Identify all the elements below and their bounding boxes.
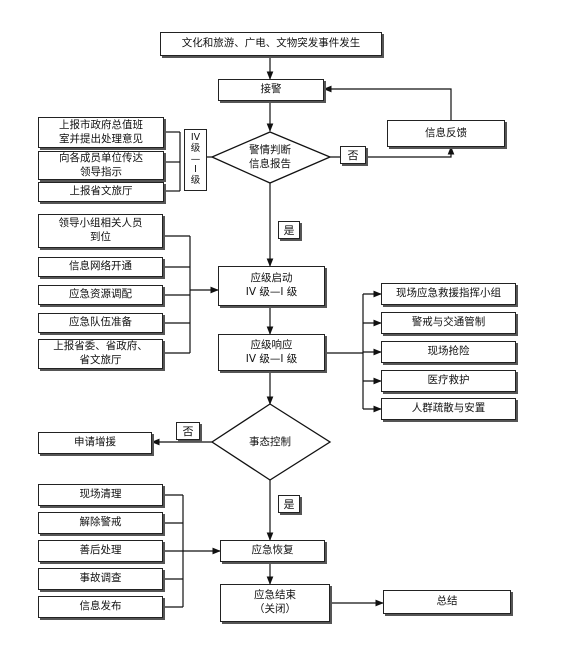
no-tag-2: 否 [176, 422, 200, 440]
edge-judge-feedback [330, 146, 455, 158]
onsite-command-box: 现场应急救援指挥小组 [381, 283, 516, 305]
resource-dispatch-box: 应急资源调配 [38, 285, 163, 305]
feedback-box: 信息反馈 [387, 120, 505, 147]
summary-box: 总结 [383, 590, 511, 614]
judge-diamond [210, 131, 332, 184]
yes-tag-1: 是 [278, 221, 300, 239]
report-province-box: 上报省文旅厅 [38, 182, 164, 202]
judge-label: 警情判断 信息报告 [249, 143, 291, 170]
yes-tag-2: 是 [278, 495, 300, 513]
lift-alert-box: 解除警戒 [38, 512, 163, 534]
alarm-box: 接警 [218, 79, 324, 101]
report-gov-box: 上报省委、省政府、 省文旅厅 [38, 339, 163, 369]
end-box: 应急结束 （关闭） [220, 584, 330, 622]
report-city-box: 上报市政府总值班 室并提出处理意见 [38, 117, 164, 148]
medical-box: 医疗救护 [381, 370, 516, 392]
start-box: 应级启动 IV 级—I 级 [218, 266, 325, 306]
edge-feedback-alarm [323, 85, 452, 120]
response-box: 应级响应 IV 级—I 级 [218, 334, 325, 371]
cleanup-box: 现场清理 [38, 484, 163, 506]
evacuation-box: 人群疏散与安置 [381, 398, 516, 420]
level-range-box: IV 级 — I 级 [184, 129, 207, 191]
traffic-control-box: 警戒与交通管制 [381, 312, 516, 334]
leaders-arrive-box: 领导小组相关人员 到位 [38, 214, 163, 248]
recovery-box: 应急恢复 [220, 540, 325, 562]
team-ready-box: 应急队伍准备 [38, 313, 163, 333]
notify-units-box: 向各成员单位传达 领导指示 [38, 151, 164, 180]
rescue-box: 现场抢险 [381, 341, 516, 363]
investigation-box: 事故调查 [38, 568, 163, 590]
reinforce-box: 申请增援 [38, 432, 152, 454]
release-box: 信息发布 [38, 596, 163, 618]
aftermath-box: 善后处理 [38, 540, 163, 562]
control-label: 事态控制 [249, 435, 291, 448]
event-box: 文化和旅游、广电、文物突发事件发生 [160, 32, 382, 56]
no-tag-1: 否 [340, 146, 366, 164]
network-open-box: 信息网络开通 [38, 257, 163, 277]
control-diamond [210, 403, 332, 481]
